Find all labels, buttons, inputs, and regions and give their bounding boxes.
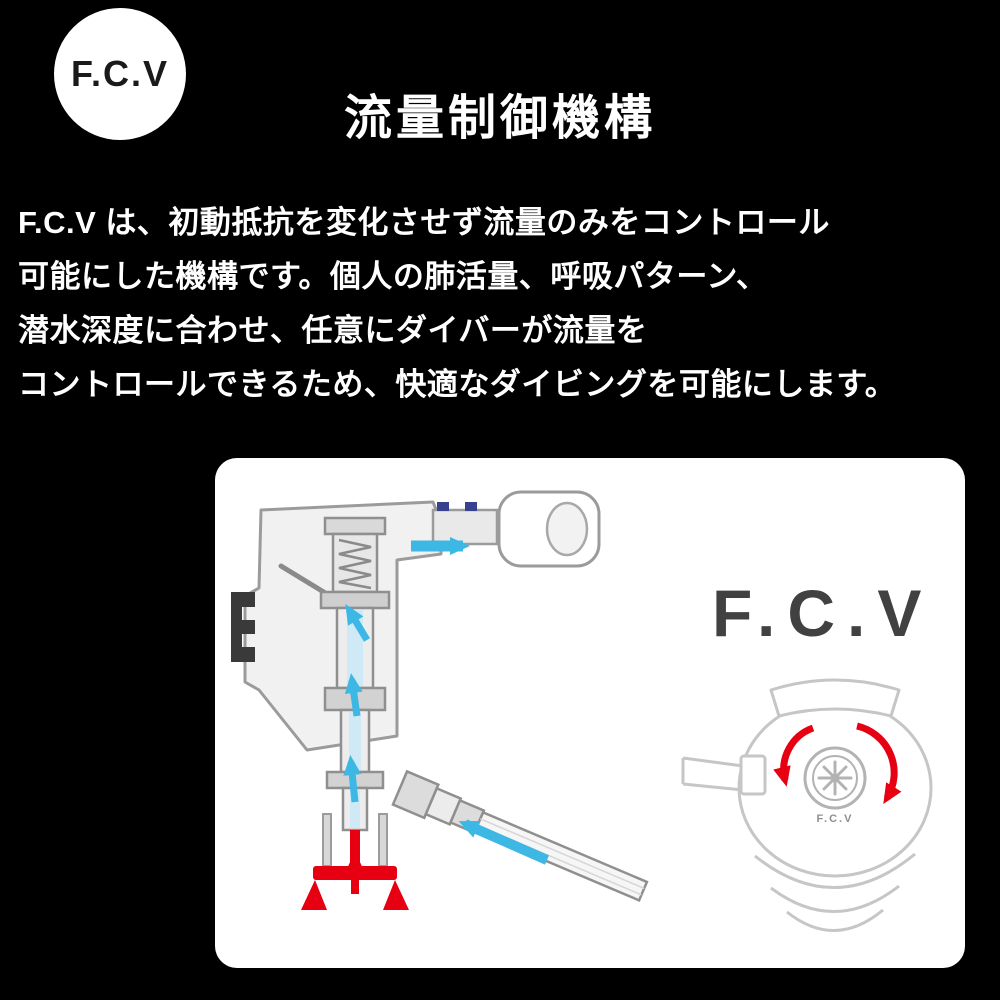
- regulator-top-cap: [769, 678, 901, 718]
- description-line-3: 潜水深度に合わせ、任意にダイバーが流量を: [18, 313, 648, 348]
- flow-arrow-up-1: [345, 603, 371, 642]
- regulator-cross-section: [231, 490, 649, 910]
- hose-assembly: [391, 769, 649, 902]
- description-paragraph: F.C.V は、初動抵抗を変化させず流量のみをコントロール 可能にした機構です。…: [18, 196, 992, 412]
- rotation-arrow-left: [773, 724, 815, 787]
- case-bracket: [231, 592, 255, 662]
- flow-arrow-up-2: [344, 673, 363, 717]
- rotation-arrow-right: [856, 722, 902, 804]
- clip-blue-left: [437, 502, 449, 511]
- technical-diagram: F.C.V: [231, 490, 933, 932]
- description-line-4: コントロールできるため、快適なダイビングを可能にします。: [18, 367, 897, 402]
- spring: [338, 538, 372, 590]
- diagram-panel: F.C.V: [215, 458, 965, 968]
- flow-arrow-hose: [458, 819, 550, 865]
- fcv-logo-badge: F.C.V: [54, 8, 186, 140]
- clip-blue-right: [465, 502, 477, 511]
- flow-arrow-up-3: [343, 755, 362, 803]
- knob-label: F.C.V: [817, 813, 854, 825]
- page-title: 流量制御機構: [343, 92, 656, 145]
- fcv-adjustment-knob: [803, 746, 867, 810]
- fcv-logo-text: F.C.V: [70, 53, 169, 94]
- description-line-2: 可能にした機構です。個人の肺活量、呼吸パターン、: [18, 259, 768, 294]
- fcv-3d-text: F.C.V: [712, 576, 933, 650]
- fcv-side-view: F.C.V: [681, 576, 933, 932]
- side-hose: [681, 754, 767, 796]
- mouthpiece: [431, 490, 601, 568]
- purge-cover-curves: [754, 852, 916, 932]
- description-line-1: F.C.V は、初動抵抗を変化させず流量のみをコントロール: [18, 205, 830, 240]
